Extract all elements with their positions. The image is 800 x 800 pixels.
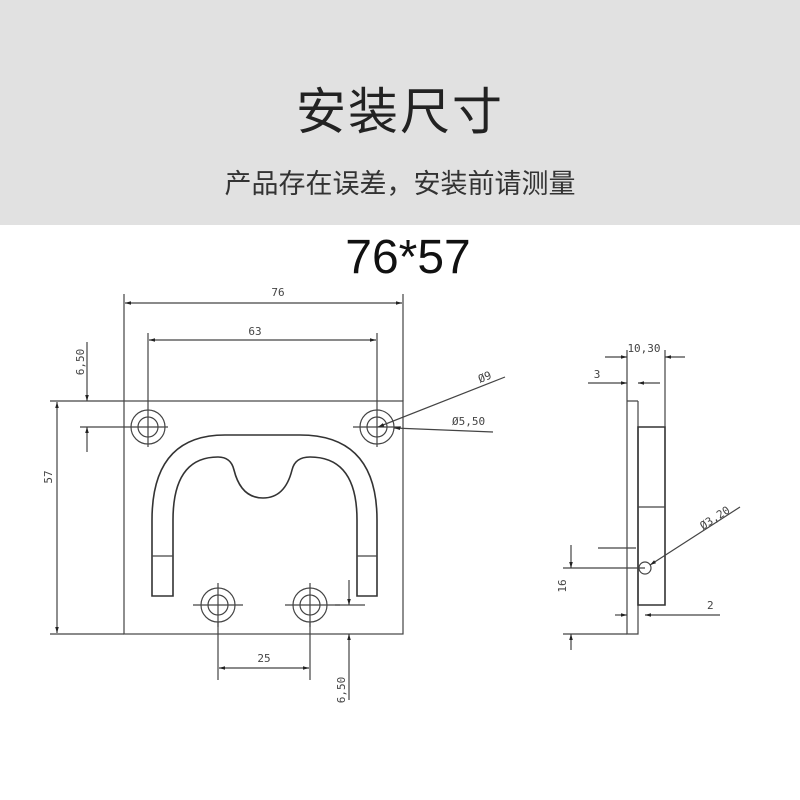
plate-outline xyxy=(123,400,404,635)
dim-outer-diameter: Ø9 xyxy=(476,369,493,386)
dim-bottom-offset: 6,50 xyxy=(335,677,348,704)
dim-inner-diameter: Ø5,50 xyxy=(452,415,485,428)
side-plate xyxy=(626,400,639,635)
hole xyxy=(353,407,401,447)
dim-overall-width: 76 xyxy=(271,286,284,299)
hole xyxy=(128,407,168,447)
hole xyxy=(285,583,340,627)
hole xyxy=(193,583,243,627)
dim-top-offset: 6,50 xyxy=(74,349,87,376)
header-band xyxy=(0,0,800,225)
dim-plate-thickness: 3 xyxy=(594,368,601,381)
dim-pin-height: 16 xyxy=(556,579,569,592)
page-title: 安装尺寸 xyxy=(296,83,504,141)
dim-hole-spacing-bottom: 25 xyxy=(257,652,270,665)
side-handle xyxy=(637,426,666,606)
mounting-holes xyxy=(128,407,401,627)
dim-total-depth: 10,30 xyxy=(627,342,660,355)
size-label: 76*57 xyxy=(345,231,471,284)
dim-pin-diameter: Ø3,20 xyxy=(698,504,733,533)
dim-overall-height: 57 xyxy=(42,470,55,483)
handle xyxy=(151,434,378,597)
page-subtitle: 产品存在误差，安装前请测量 xyxy=(224,169,576,200)
side-view: 10,30 3 Ø3,20 16 2 xyxy=(556,342,741,650)
front-view: 76 63 6,50 57 Ø9 Ø5,50 25 6,50 xyxy=(42,286,506,704)
dim-hole-spacing-top: 63 xyxy=(248,325,261,338)
dim-gap: 2 xyxy=(707,599,714,612)
